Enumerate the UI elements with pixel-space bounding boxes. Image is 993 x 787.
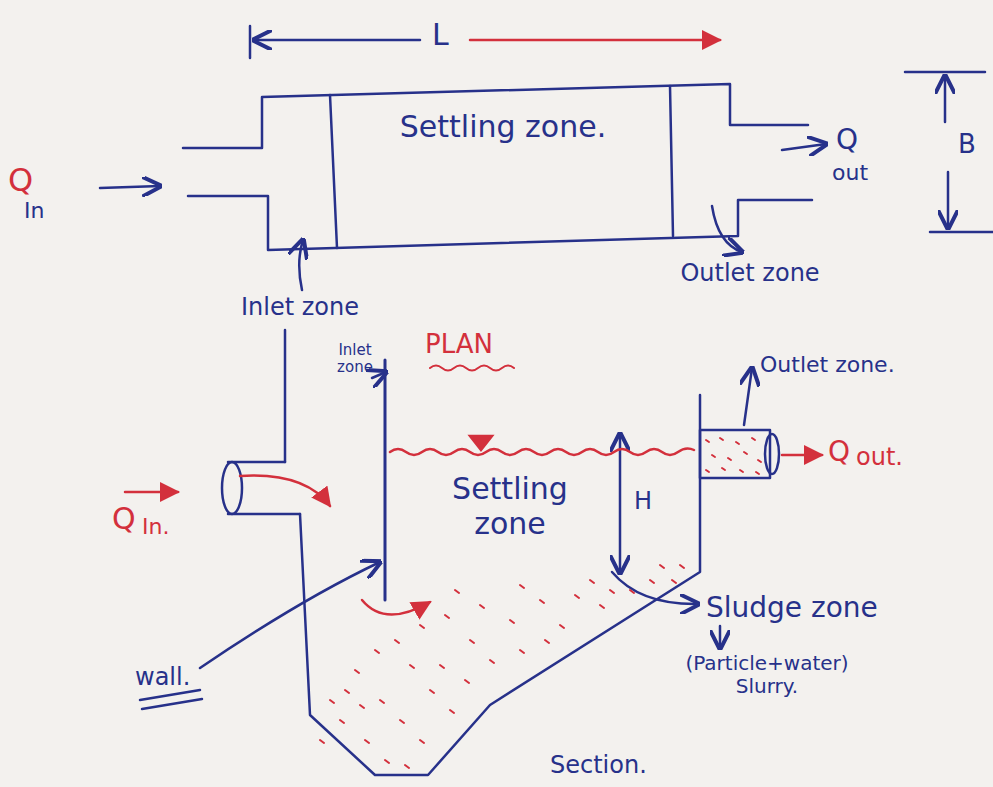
view-title: Section. [550, 752, 647, 780]
inlet-pipe [228, 513, 300, 516]
flow-symbol: Q [828, 436, 850, 468]
leader-line [299, 240, 303, 290]
flow-arrow [782, 144, 826, 150]
flow-arrow [782, 454, 822, 457]
settling-zone-box: Settling zone. [338, 94, 668, 234]
plan-outline [183, 84, 808, 148]
inlet-divider [330, 95, 337, 248]
leader-line [719, 626, 722, 648]
water-surface [390, 448, 694, 455]
leader-line [372, 372, 386, 378]
note: (Particle+water) Slurry. [662, 652, 872, 698]
dimension-label: B [958, 130, 976, 160]
zone-label: Outlet zone. [760, 352, 900, 377]
wavy-underline [430, 366, 514, 371]
zone-label: Settling zone [420, 472, 600, 541]
dimension-tick [930, 231, 993, 234]
dimension-label: L [432, 18, 449, 53]
leader-line [744, 368, 752, 425]
leader-line [712, 206, 742, 252]
part-label: wall. [135, 664, 190, 692]
zone-label: Outlet zone [680, 260, 820, 288]
flow-symbol: Q [836, 124, 858, 156]
leader-line [200, 562, 380, 668]
flow-arrow [240, 476, 330, 506]
flow-arrow [362, 600, 430, 615]
flow-symbol: Q [8, 162, 33, 199]
flow-subscript: out [832, 160, 868, 185]
flow-symbol: Q [112, 502, 136, 537]
dimension-label: H [634, 488, 652, 516]
flow-arrow [100, 186, 160, 188]
flow-subscript: out. [856, 444, 903, 472]
pipe-end [765, 434, 779, 474]
view-title: PLAN [425, 330, 493, 360]
dimension-tick [249, 26, 252, 58]
water-level-symbol [470, 436, 492, 450]
zone-title: Settling zone. [400, 110, 606, 145]
dimension-tick [905, 71, 985, 74]
flow-arrow [125, 491, 178, 494]
dimension-line [947, 172, 950, 228]
zone-label: Inlet zone [330, 342, 380, 377]
sludge-particles [320, 565, 684, 768]
zone-label: Sludge zone [706, 592, 878, 624]
flow-subscript: In [24, 198, 44, 223]
outlet-particles [706, 438, 761, 474]
baffle-wall [384, 360, 387, 600]
depth-arrow [619, 434, 622, 573]
leader-line [612, 572, 698, 604]
outlet-box [700, 430, 770, 478]
underline [140, 690, 202, 709]
inlet-zone-line [284, 330, 287, 462]
outlet-divider [670, 86, 673, 236]
dimension-line [944, 76, 947, 122]
plan-outline [188, 196, 812, 250]
dimension-line [254, 39, 420, 42]
pipe-end [222, 462, 242, 514]
zone-label: Inlet zone [240, 294, 360, 322]
flow-subscript: In. [142, 514, 169, 539]
tank-section-outline [300, 395, 700, 775]
dimension-line [470, 39, 720, 42]
